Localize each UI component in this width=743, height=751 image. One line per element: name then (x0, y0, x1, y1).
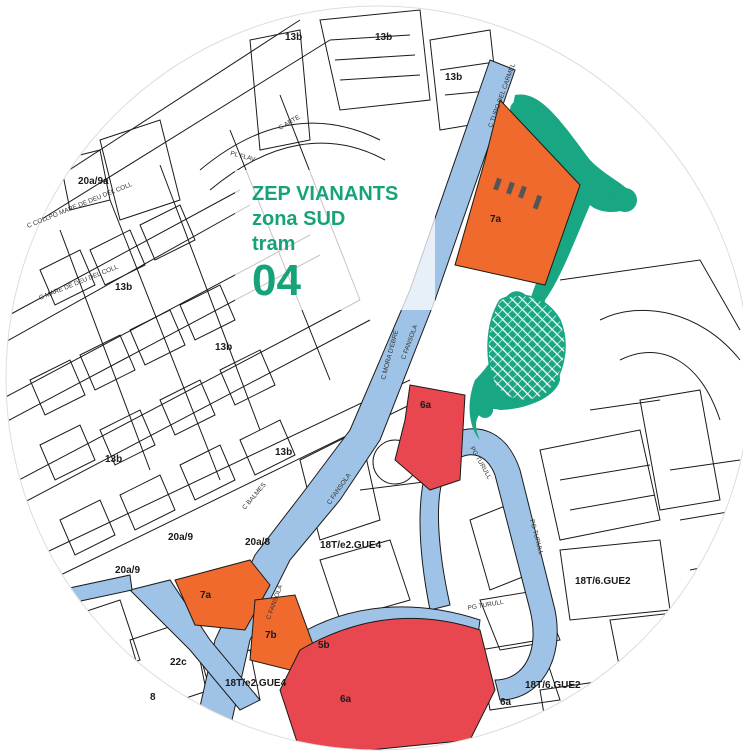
label-18t-gue4: 18T/e2.GUE4 (320, 540, 382, 551)
turull-loop-corridor (419, 428, 558, 701)
tree-cluster-4 (477, 402, 493, 418)
lower-left-corridor (129, 579, 261, 711)
label-13b-1: 13b (285, 32, 302, 43)
title-panel (235, 170, 435, 310)
label-20a-8: 20a/8 (245, 537, 270, 548)
label-18t-gue2-b: 18T/6.GUE2 (525, 680, 581, 691)
building-marks (493, 177, 543, 210)
label-5b: 5b (318, 640, 330, 651)
zone-labels: 7a 6a 7a 7b 6a 6a 13b 13b 13b 13b 13b 13… (78, 32, 631, 708)
label-22c: 22c (170, 657, 187, 668)
title-number: 04 (252, 256, 301, 305)
label-18t-gue4-b: 18T/e2.GUE4 (225, 678, 287, 689)
label-13b-7: 13b (275, 447, 292, 458)
map-frame (5, 5, 743, 751)
title-line-3: tram (252, 233, 295, 255)
zone-label-6a-right: 6a (500, 697, 512, 708)
label-20a-9b: 20a/9 (115, 565, 140, 576)
map-title: ZEP VIANANTS zona SUD tram 04 (252, 183, 398, 305)
zone-label-7a-left: 7a (200, 590, 212, 601)
zone-6a-mid (394, 384, 466, 491)
zone-7a-top (454, 98, 581, 286)
zone-label-6a-mid: 6a (420, 400, 432, 411)
label-13b-4: 13b (115, 282, 132, 293)
zone-6a-bottom (279, 617, 496, 750)
tree-cluster-3 (510, 100, 530, 120)
label-8: 8 (150, 692, 156, 703)
title-line-2: zona SUD (252, 208, 345, 230)
label-13b-2: 13b (375, 32, 392, 43)
zone-label-7b: 7b (265, 630, 277, 641)
tree-cluster-1 (591, 181, 619, 209)
label-18t-gue2: 18T/6.GUE2 (575, 576, 631, 587)
label-20a-9a: 20a/9a (78, 176, 109, 187)
tree-cluster-2 (613, 188, 637, 212)
label-13b-6: 13b (105, 454, 122, 465)
label-13b-3: 13b (445, 72, 462, 83)
green-hatched-park (487, 294, 566, 401)
title-line-1: ZEP VIANANTS (252, 183, 398, 205)
label-13b-5: 13b (215, 342, 232, 353)
tree-zones (469, 94, 637, 441)
label-20a-9: 20a/9 (168, 532, 193, 543)
zone-label-6a-bottom: 6a (340, 694, 352, 705)
zone-label-7a-top: 7a (490, 214, 502, 225)
colored-zones (174, 98, 581, 750)
